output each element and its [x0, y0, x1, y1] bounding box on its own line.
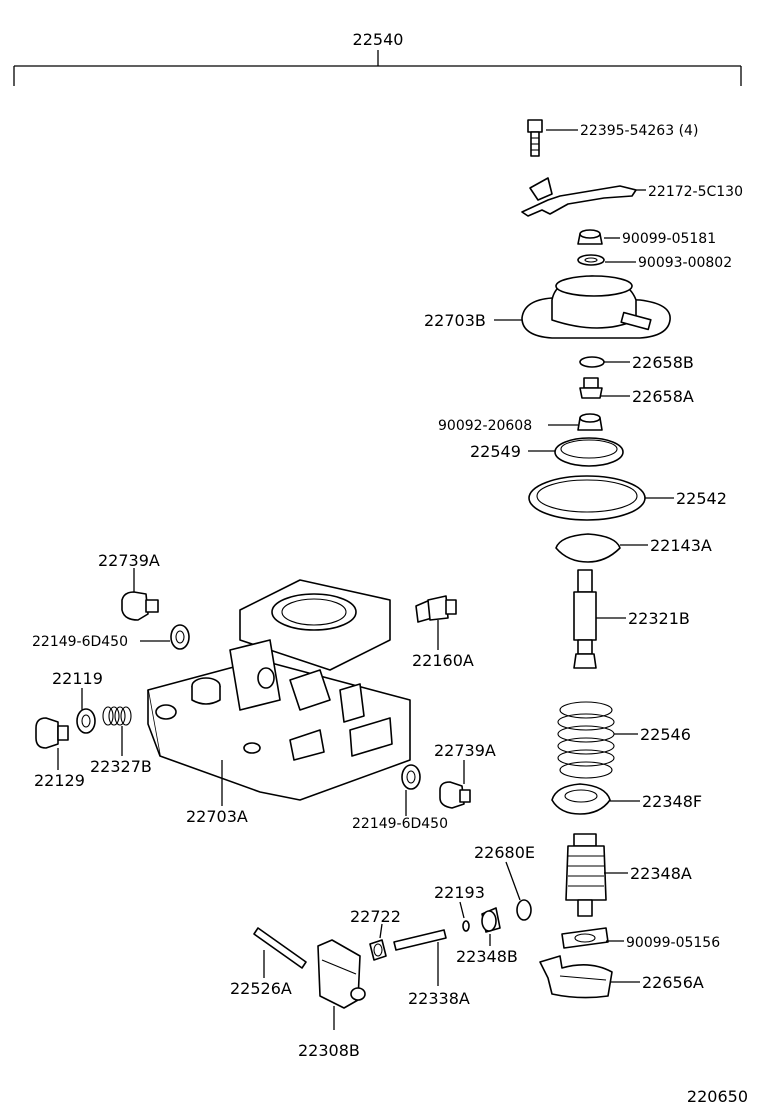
- pin-part: [253, 927, 307, 978]
- fitting-part: [415, 595, 457, 650]
- o-ring-part: [579, 356, 630, 368]
- washer-22680E-part: [505, 861, 532, 921]
- label-22327B: 22327B: [90, 757, 152, 776]
- label-22703B: 22703B: [424, 311, 486, 330]
- label-22193: 22193: [434, 883, 485, 902]
- diaphragm-cover-part: [494, 275, 671, 339]
- assembly-label: 22540: [353, 30, 404, 49]
- label-22549: 22549: [470, 442, 521, 461]
- shaft-part: [393, 929, 447, 986]
- rod-part: [573, 569, 626, 669]
- label-22321B: 22321B: [628, 609, 690, 628]
- bushing-part: [481, 907, 501, 946]
- retainer-part: [528, 437, 624, 467]
- carburetor-body-part: [147, 579, 411, 806]
- bracket-plate-part: [521, 177, 646, 217]
- spring-part: [557, 701, 638, 779]
- label-22656A: 22656A: [642, 973, 704, 992]
- label-22739A-top: 22739A: [98, 551, 160, 570]
- label-22542: 22542: [676, 489, 727, 508]
- label-22308B: 22308B: [298, 1041, 360, 1060]
- label-22395: 22395-54263 (4): [580, 123, 698, 139]
- worm-gear-part: [565, 833, 628, 917]
- label-22658A: 22658A: [632, 387, 694, 406]
- washer-cam-part: [561, 927, 624, 949]
- label-22722: 22722: [350, 907, 401, 926]
- label-90099-05181: 90099-05181: [622, 231, 716, 247]
- label-22658B: 22658B: [632, 353, 694, 372]
- label-22546: 22546: [640, 725, 691, 744]
- label-22703A: 22703A: [186, 807, 248, 826]
- washer-part: [577, 254, 636, 266]
- label-22526A: 22526A: [230, 979, 292, 998]
- label-22739A-mid: 22739A: [434, 741, 496, 760]
- clip-part: [459, 901, 470, 932]
- valve-part: [579, 377, 630, 399]
- label-22348B: 22348B: [456, 947, 518, 966]
- lever-part: [317, 939, 366, 1030]
- nut-part: [577, 229, 620, 245]
- label-22348A: 22348A: [630, 864, 692, 883]
- gasket-mid-part: [401, 764, 421, 816]
- bushing-22722-part: [369, 923, 387, 961]
- label-90092-20608: 90092-20608: [438, 418, 532, 434]
- label-90093-00802: 90093-00802: [638, 255, 732, 271]
- nut-small-part: [548, 413, 603, 431]
- plug-22129-part: [35, 717, 69, 770]
- label-90099-05156: 90099-05156: [626, 935, 720, 951]
- label-22680E: 22680E: [474, 843, 535, 862]
- spring-22327B-part: [102, 706, 132, 756]
- gear-part: [551, 783, 640, 815]
- assembly-bracket: [13, 50, 742, 86]
- cup-washer-part: [555, 533, 648, 563]
- label-22338A: 22338A: [408, 989, 470, 1008]
- label-22149-top: 22149-6D450: [32, 634, 128, 650]
- label-22129: 22129: [34, 771, 85, 790]
- gasket-top-part: [140, 624, 190, 650]
- plug-mid-part: [439, 760, 471, 809]
- label-22119: 22119: [52, 669, 103, 688]
- label-22143A: 22143A: [650, 536, 712, 555]
- drive-bracket-part: [539, 955, 640, 999]
- plug-top-part: [121, 568, 159, 621]
- diagram-id: 220650: [687, 1087, 748, 1106]
- label-22149-mid: 22149-6D450: [352, 816, 448, 832]
- label-22172: 22172-5C130: [648, 184, 743, 200]
- diaphragm-part: [528, 475, 674, 521]
- label-22348F: 22348F: [642, 792, 702, 811]
- label-22160A: 22160A: [412, 651, 474, 670]
- gasket-22119-part: [76, 688, 96, 734]
- screw-part: [527, 119, 578, 157]
